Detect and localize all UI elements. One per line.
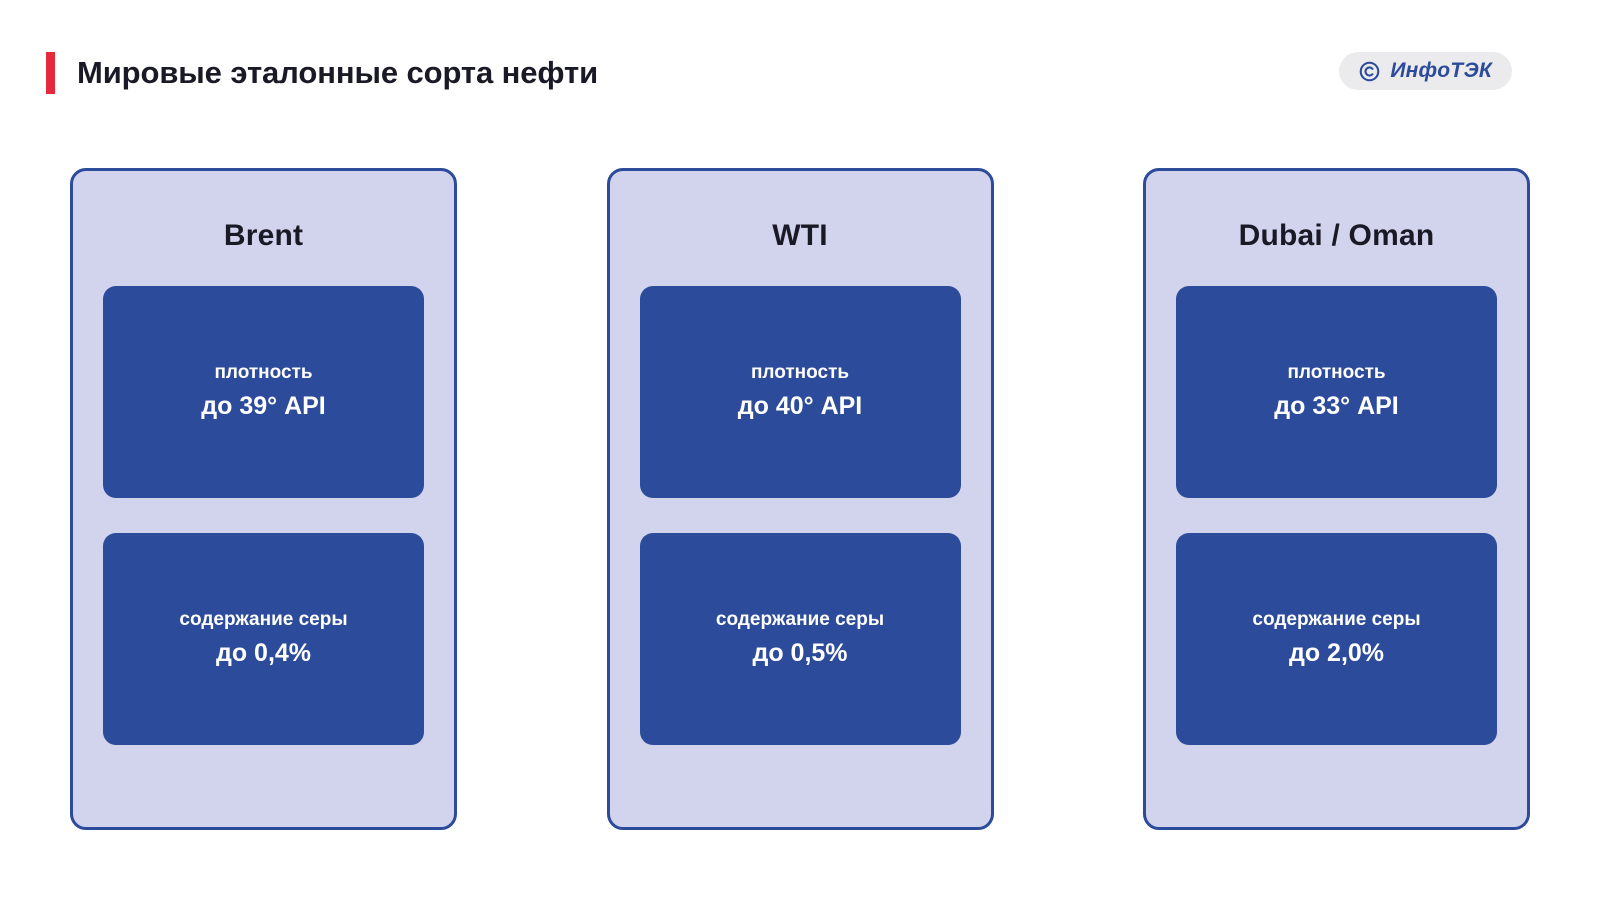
metric-sulfur: содержание серы до 0,5% [639,533,961,745]
metric-density: плотность до 40° API [639,286,961,498]
metric-value: до 0,5% [752,638,848,667]
infotek-logo: ИнфоТЭК [1339,52,1512,90]
metric-density: плотность до 33° API [1176,286,1497,498]
metric-sulfur: содержание серы до 0,4% [103,533,424,745]
title-accent-bar [46,52,55,94]
metric-value: до 2,0% [1288,638,1385,667]
card-metrics: плотность до 33° API содержание серы до … [1146,286,1527,745]
metric-sulfur: содержание серы до 2,0% [1176,533,1497,745]
copyright-icon [1360,61,1380,81]
slide-header: Мировые эталонные сорта нефти ИнфоТЭК [0,0,1600,150]
metric-value: до 39° API [201,391,326,420]
page-title: Мировые эталонные сорта нефти [77,55,599,90]
logo-text: ИнфоТЭК [1390,59,1492,82]
card-metrics: плотность до 40° API содержание серы до … [610,286,991,745]
page-title-group: Мировые эталонные сорта нефти [46,52,598,94]
benchmark-card-brent: Brent плотность до 39° API содержание се… [70,168,457,830]
benchmark-card-wti: WTI плотность до 40° API содержание серы… [606,168,994,830]
metric-label: содержание серы [179,609,348,631]
card-title: Brent [223,219,304,252]
card-metrics: плотность до 39° API содержание серы до … [73,286,454,745]
metric-value: до 33° API [1274,391,1399,420]
benchmark-cards-row: Brent плотность до 39° API содержание се… [70,168,1530,830]
metric-value: до 40° API [737,391,863,420]
card-title: WTI [772,219,828,252]
metric-label: содержание серы [1252,609,1421,631]
benchmark-card-dubai-oman: Dubai / Oman плотность до 33° API содерж… [1143,168,1530,830]
metric-value: до 0,4% [215,638,312,667]
metric-label: плотность [1287,362,1386,384]
metric-label: плотность [750,362,850,384]
metric-label: содержание серы [715,609,885,631]
card-title: Dubai / Oman [1238,219,1435,252]
metric-label: плотность [214,362,313,384]
metric-density: плотность до 39° API [103,286,424,498]
